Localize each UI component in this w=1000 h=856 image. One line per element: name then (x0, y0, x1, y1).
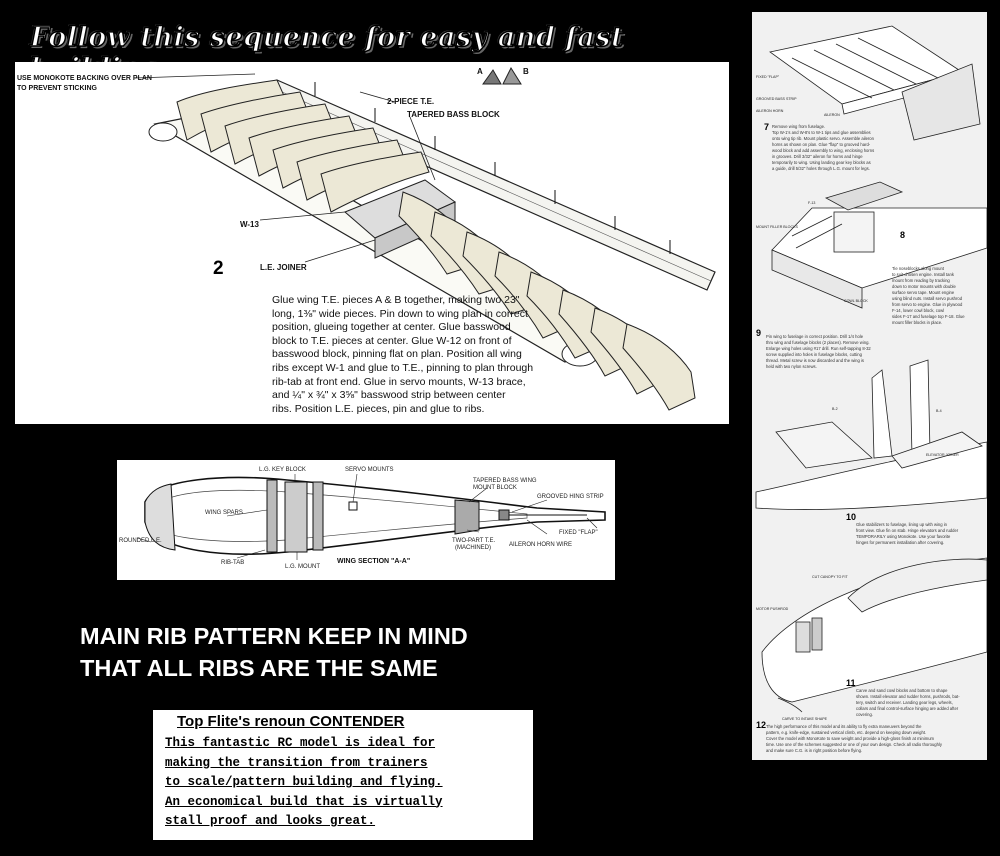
two-part-te-label: TWO-PART T.E. (452, 538, 496, 544)
monokote-note-line2: TO PREVENT STICKING (17, 85, 98, 92)
servo-mounts-label: SERVO MOUNTS (345, 467, 394, 473)
step7-text: Remove wing from fuselage. Top W-1's and… (772, 124, 875, 171)
rounded-le-label: ROUNDED L.E. (119, 538, 162, 544)
lg-key-block-label: L.G. KEY BLOCK (259, 467, 306, 473)
w13-label: W-13 (240, 220, 260, 229)
wing-assembly-drawing: A B USE MONOKOTE BACKING OVER PLAN TO PR… (17, 66, 716, 411)
step11-number: 11 (846, 678, 856, 688)
step8-mount-filler-label: MOUNT FILLER BLOCKS (756, 225, 798, 229)
sequence-headline: Follow this sequence for easy and fast b… (29, 21, 624, 85)
machined-label: (MACHINED) (455, 545, 491, 551)
lg-mount-label: L.G. MOUNT (285, 564, 320, 570)
promo-line: stall proof and looks great. (165, 814, 376, 828)
build-sequence-panel: FIXED "FLAP" GROOVED BASS STRIP AILERON … (752, 12, 988, 760)
step7-aileron-horn-label: AILERON HORN (756, 109, 784, 113)
promo-line: making the transition from trainers (165, 755, 428, 770)
step-2-number: 2 (213, 258, 224, 279)
step7-fixed-flap-label: FIXED "FLAP" (756, 75, 780, 79)
step10-number: 10 (846, 512, 856, 522)
step12-number: 12 (756, 720, 766, 730)
step10-b2-label: B-2 (832, 407, 838, 411)
step10-text: Glue stabilizers to fuselage, lining up … (856, 522, 959, 545)
main-caption-line1: MAIN RIB PATTERN KEEP IN MIND (80, 623, 468, 649)
step11-carve-label: CARVE TO INTAKE SHAPE (782, 717, 828, 721)
tapered-block-label: TAPERED BASS BLOCK (407, 110, 500, 119)
promo-title: Top Flite's renoun CONTENDER (177, 713, 405, 730)
promo-body: This fantastic RC model is ideal for mak… (165, 734, 443, 832)
step10-b4-label: B-4 (936, 409, 942, 413)
step8-f13-label: F-13 (808, 201, 815, 205)
wing-spars-label: WING SPARS (205, 510, 243, 516)
wing-assembly-panel: A B USE MONOKOTE BACKING OVER PLAN TO PR… (15, 62, 729, 424)
build-sequence-drawings: FIXED "FLAP" GROOVED BASS STRIP AILERON … (755, 25, 988, 730)
wing-section-drawing: L.G. KEY BLOCK SERVO MOUNTS TAPERED BASS… (119, 467, 606, 570)
te-2piece-label: 2-PIECE T.E. (387, 97, 434, 106)
step9-text: Pin wing to fuselage in correct position… (766, 334, 871, 369)
step11-text: Carve and sand cowl blocks and bottom to… (856, 688, 960, 717)
le-joiner-label: L.E. JOINER (260, 263, 307, 272)
step8-cowl-block-label: COWL BLOCK (844, 299, 868, 303)
wing-section-panel: L.G. KEY BLOCK SERVO MOUNTS TAPERED BASS… (117, 460, 615, 580)
step11-cut-canopy-label: CUT CANOPY TO FIT (812, 575, 848, 579)
part-b-label: B (523, 67, 529, 76)
rib-tab-label: RIB-TAB (221, 560, 244, 566)
monokote-note-line1: USE MONOKOTE BACKING OVER PLAN (17, 75, 152, 82)
step12-text: The high performance of this model and i… (766, 724, 942, 753)
step8-text: Tie noseblocks along mount to suit chose… (892, 266, 965, 325)
step7-aileron-label: AILERON (824, 113, 840, 117)
main-rib-caption: MAIN RIB PATTERN KEEP IN MIND THAT ALL R… (80, 620, 680, 684)
step7-number: 7 (764, 122, 769, 132)
promo-line: This fantastic RC model is ideal for (165, 736, 436, 750)
step9-number: 9 (756, 328, 761, 338)
wing-assembly-instructions: Glue wing T.E. pieces A & B together, ma… (272, 294, 534, 415)
part-a-label: A (477, 67, 483, 76)
grooved-strip-label: GROOVED HING STRIP (537, 494, 604, 500)
main-caption-line2: THAT ALL RIBS ARE THE SAME (80, 655, 438, 681)
promo-line: An economical build that is virtually (165, 794, 443, 809)
aileron-horn-label: AILERON HORN WIRE (509, 542, 572, 548)
fixed-flap-label: FIXED "FLAP" (559, 530, 598, 536)
wing-section-title: WING SECTION "A-A" (337, 558, 410, 565)
step8-number: 8 (900, 230, 905, 240)
mount-block-label: MOUNT BLOCK (473, 485, 517, 491)
promo-line: to scale/pattern building and flying. (165, 775, 443, 789)
step7-grooved-label: GROOVED BASS STRIP (756, 97, 797, 101)
step10-elevator-joiner-label: ELEVATOR JOINER (926, 453, 959, 457)
tapered-bass-label: TAPERED BASS WING (473, 478, 537, 484)
contender-promo-box: Top Flite's renoun CONTENDER This fantas… (153, 710, 533, 840)
step11-motor-pushrod-label: MOTOR PUSHROD (756, 607, 789, 611)
